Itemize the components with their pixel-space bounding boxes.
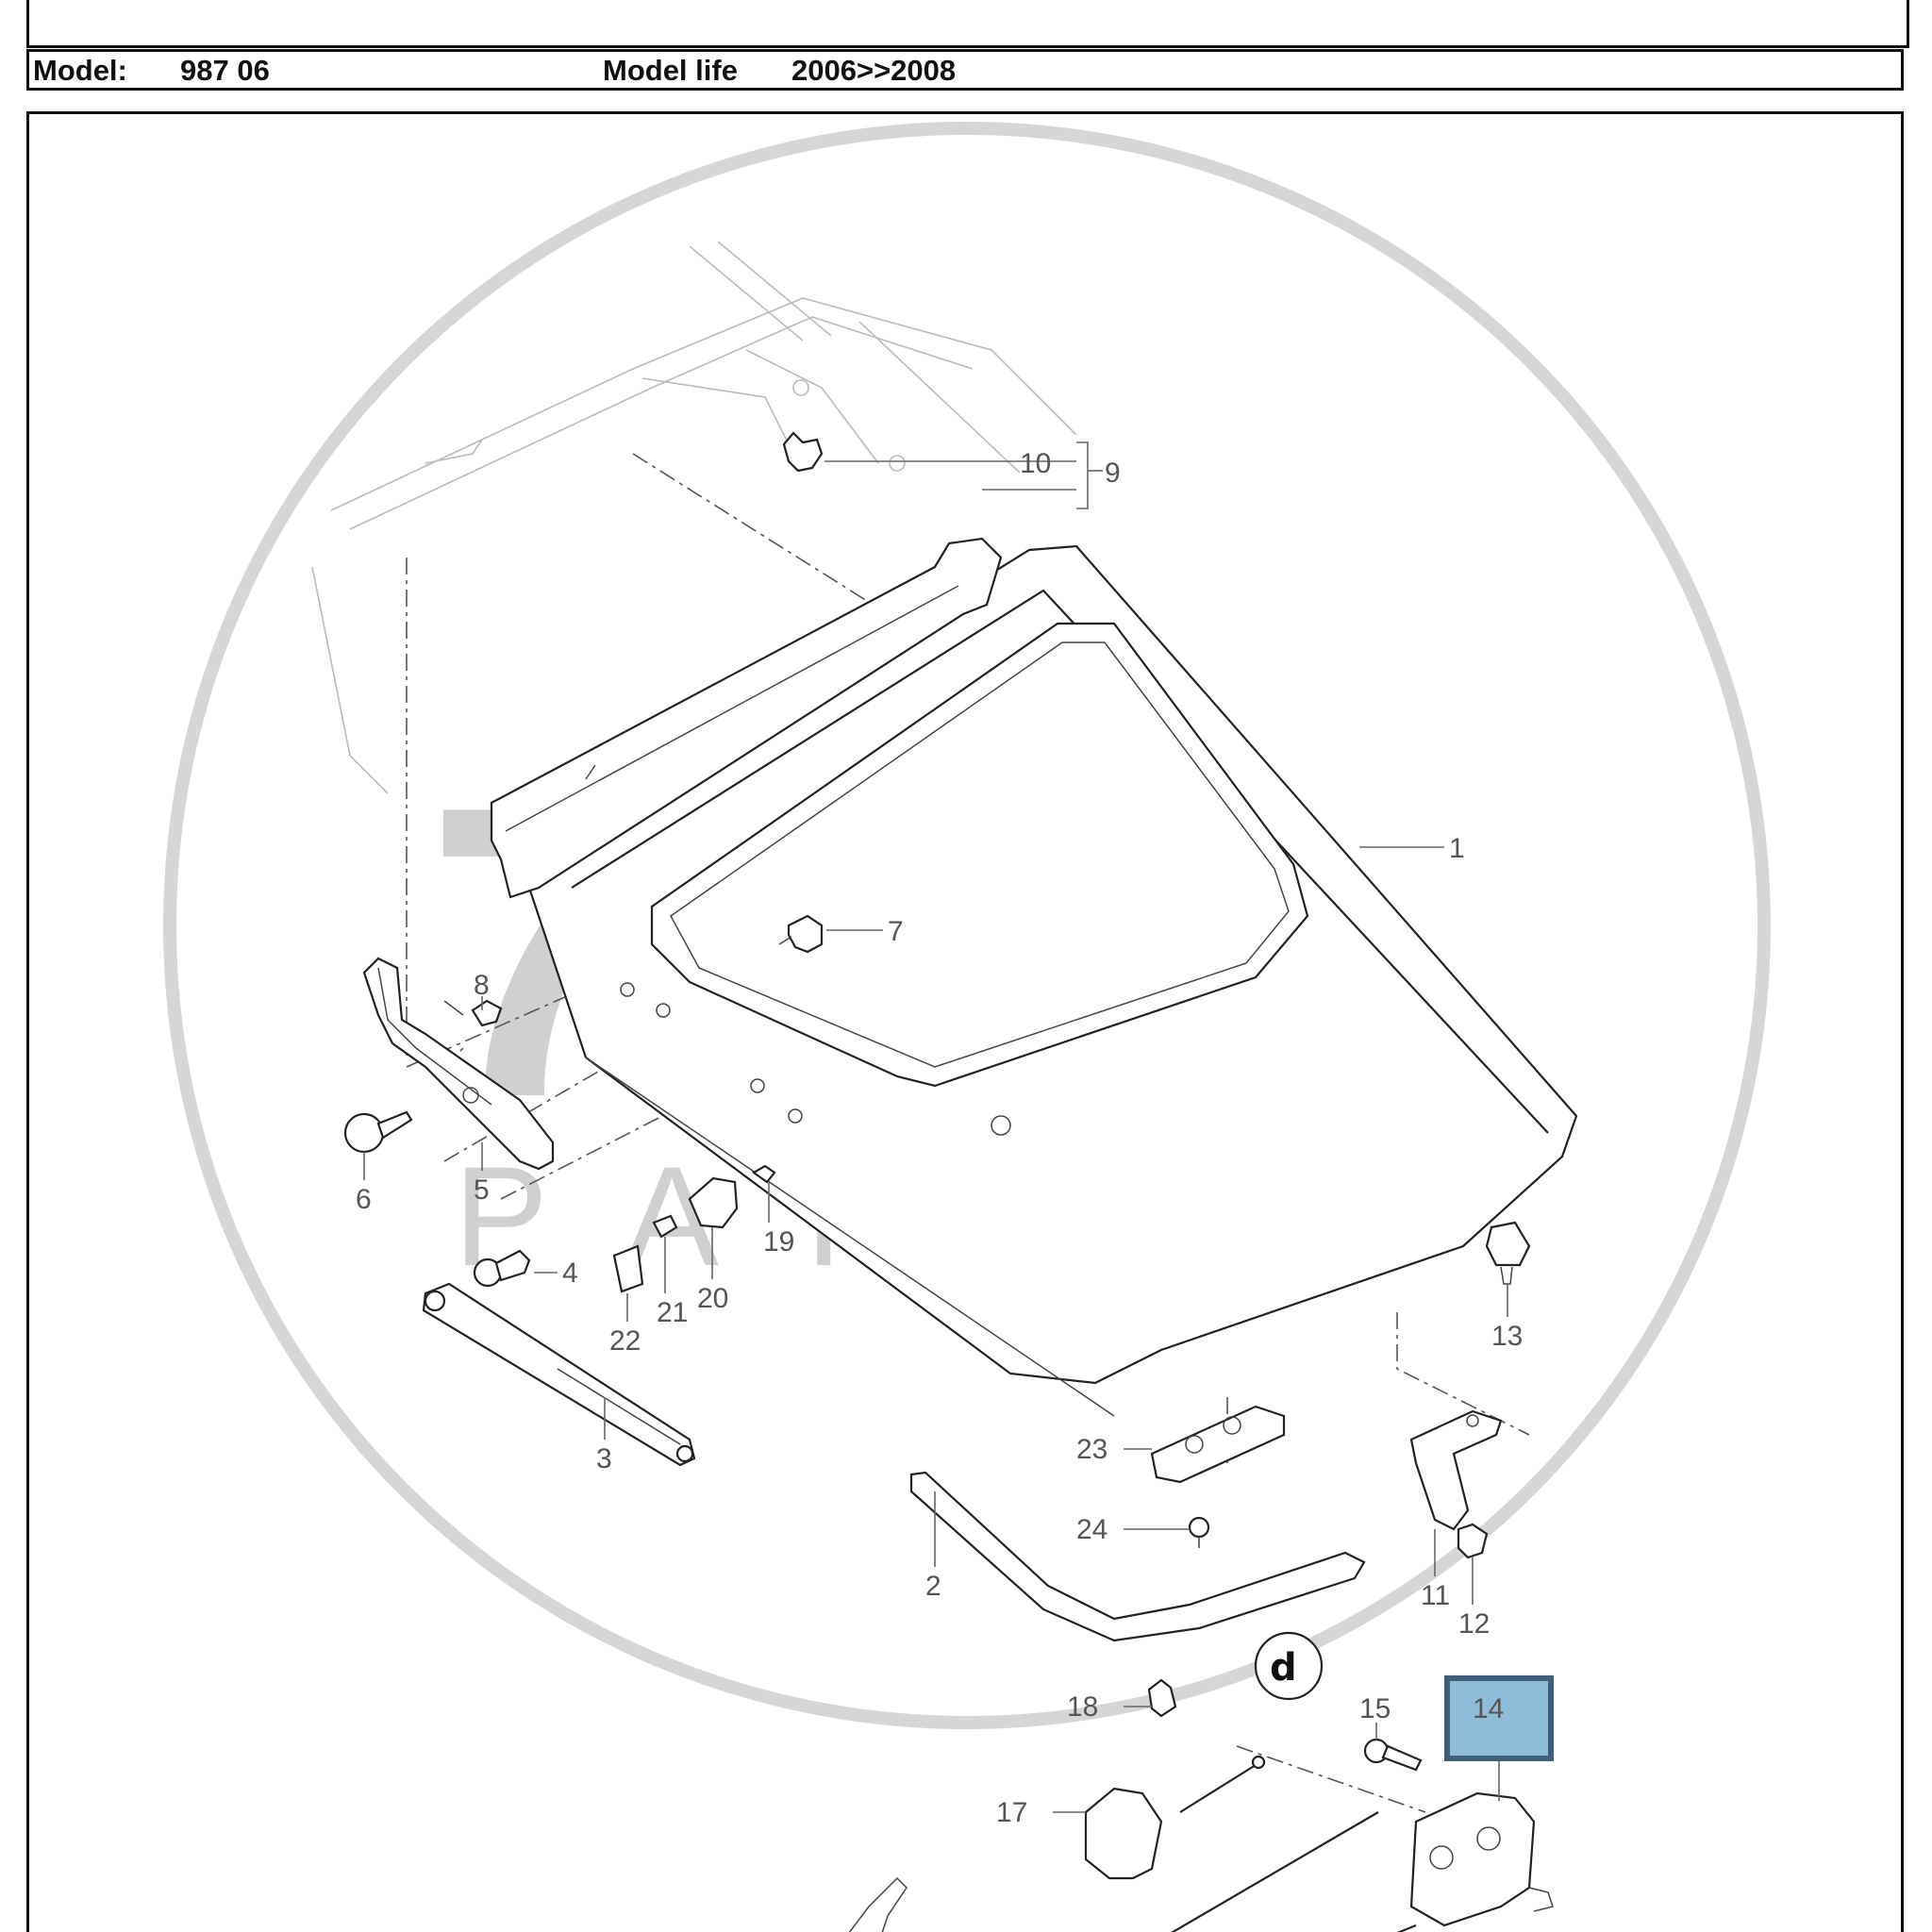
callout-17[interactable]: 17 (996, 1797, 1027, 1828)
callout-8[interactable]: 8 (474, 970, 490, 1001)
bolt-part-8 (443, 999, 503, 1027)
rear-lid-part-1 (527, 544, 1578, 1417)
bumper-part-20 (688, 1176, 739, 1229)
callout-7[interactable]: 7 (888, 916, 904, 947)
leader-lines (363, 441, 1508, 1813)
stud-part-7 (778, 914, 824, 954)
info-symbol: d (1254, 1631, 1324, 1701)
model-life-value: 2006>>2008 (791, 54, 957, 87)
bracket-part-11 (1409, 1409, 1503, 1531)
callout-18[interactable]: 18 (1067, 1691, 1098, 1723)
svg-text:d: d (1270, 1646, 1297, 1690)
cover-part-17 (1084, 1787, 1163, 1880)
callout-11[interactable]: 11 (1421, 1580, 1450, 1611)
trim-strip-part-9 (490, 537, 1003, 899)
model-header-bar: Model: 987 06 Model life 2006>>2008 (26, 49, 1904, 91)
clip-part-18 (1147, 1678, 1177, 1718)
callout-9[interactable]: 9 (1105, 458, 1121, 489)
release-cable (848, 1755, 1417, 1932)
pin-part-19 (751, 1164, 776, 1184)
callout-4[interactable]: 4 (562, 1257, 578, 1289)
callout-6[interactable]: 6 (356, 1184, 372, 1215)
callout-23[interactable]: 23 (1076, 1434, 1108, 1465)
seal-part-2 (909, 1471, 1366, 1642)
bolt-part-24 (1188, 1516, 1210, 1548)
model-label: Model: (33, 54, 127, 87)
callout-12[interactable]: 12 (1458, 1608, 1490, 1640)
highlighted-callout-14[interactable]: 14 (1444, 1675, 1554, 1761)
lock-part-14 (1409, 1791, 1554, 1927)
pad-part-22 (612, 1244, 644, 1293)
highlight-box[interactable] (1444, 1675, 1554, 1761)
exploded-view-diagram: 7to9 PARTS (163, 122, 1771, 1932)
ball-stud-part-4 (473, 1249, 531, 1288)
bolt-part-15 (1363, 1738, 1423, 1772)
model-life-label: Model life (603, 54, 738, 87)
callout-24[interactable]: 24 (1076, 1514, 1108, 1545)
plate-part-23 (1150, 1405, 1286, 1484)
bolt-part-12 (1457, 1523, 1489, 1559)
buffer-part-13 (1485, 1221, 1531, 1285)
screw-part-6 (343, 1110, 413, 1154)
callout-5[interactable]: 5 (474, 1174, 490, 1206)
gas-strut-part-3 (422, 1282, 696, 1467)
top-frame (26, 0, 1909, 48)
clip-part-10 (782, 431, 824, 473)
callout-20[interactable]: 20 (697, 1283, 728, 1314)
callout-3[interactable]: 3 (596, 1443, 612, 1474)
model-value: 987 06 (180, 54, 270, 87)
callout-15[interactable]: 15 (1359, 1693, 1391, 1724)
callout-13[interactable]: 13 (1491, 1321, 1523, 1352)
car-body-outline (311, 241, 1077, 794)
screw-part-21 (652, 1214, 678, 1239)
callout-14[interactable]: 14 (1473, 1693, 1504, 1724)
diagram-frame: 7to9 PARTS (26, 111, 1904, 1932)
watermark-ring (163, 122, 1771, 1729)
callout-10[interactable]: 10 (1020, 448, 1051, 479)
callout-2[interactable]: 2 (925, 1571, 941, 1602)
hinge-part-5 (362, 957, 555, 1171)
callout-numbers: 10 9 1 7 8 5 6 4 3 22 21 20 19 13 23 24 … (356, 448, 1523, 1828)
callout-19[interactable]: 19 (763, 1226, 794, 1257)
callout-1[interactable]: 1 (1449, 833, 1465, 864)
callout-21[interactable]: 21 (657, 1297, 688, 1328)
callout-22[interactable]: 22 (609, 1325, 641, 1357)
